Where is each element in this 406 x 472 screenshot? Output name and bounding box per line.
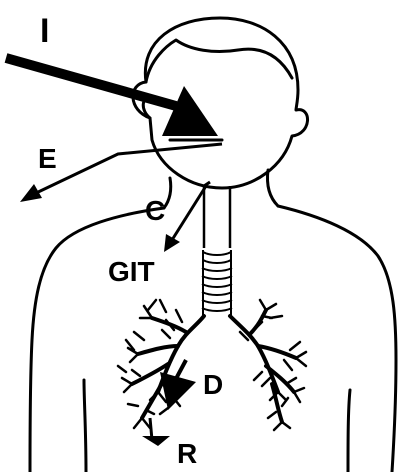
label-i: I bbox=[40, 14, 49, 48]
label-git: GIT bbox=[108, 258, 155, 286]
retention-arrow-head bbox=[142, 436, 170, 446]
label-r: R bbox=[177, 440, 197, 468]
left-bronchioles bbox=[118, 300, 182, 428]
clearance-arrow-head bbox=[164, 234, 180, 252]
clearance-arrow-shaft bbox=[172, 186, 206, 240]
right-arm-inner bbox=[348, 390, 350, 472]
inhalation-arrow bbox=[6, 58, 218, 136]
torso-right bbox=[278, 206, 396, 472]
label-e: E bbox=[38, 145, 57, 173]
exhalation-arrow-line bbox=[34, 144, 222, 194]
bronchial-tree bbox=[118, 300, 306, 430]
exhalation-arrow-head bbox=[20, 184, 42, 202]
hairline bbox=[146, 40, 292, 82]
label-c: C bbox=[145, 197, 165, 225]
right-bronchus bbox=[230, 310, 296, 422]
inhalation-arrow-head bbox=[162, 86, 218, 136]
human-body-outline bbox=[30, 18, 396, 472]
neck-right bbox=[267, 170, 278, 206]
label-d: D bbox=[203, 371, 223, 399]
trachea-rings bbox=[202, 250, 232, 316]
right-bronchioles bbox=[240, 300, 306, 430]
trachea bbox=[202, 186, 232, 316]
left-arm-inner bbox=[84, 380, 86, 472]
